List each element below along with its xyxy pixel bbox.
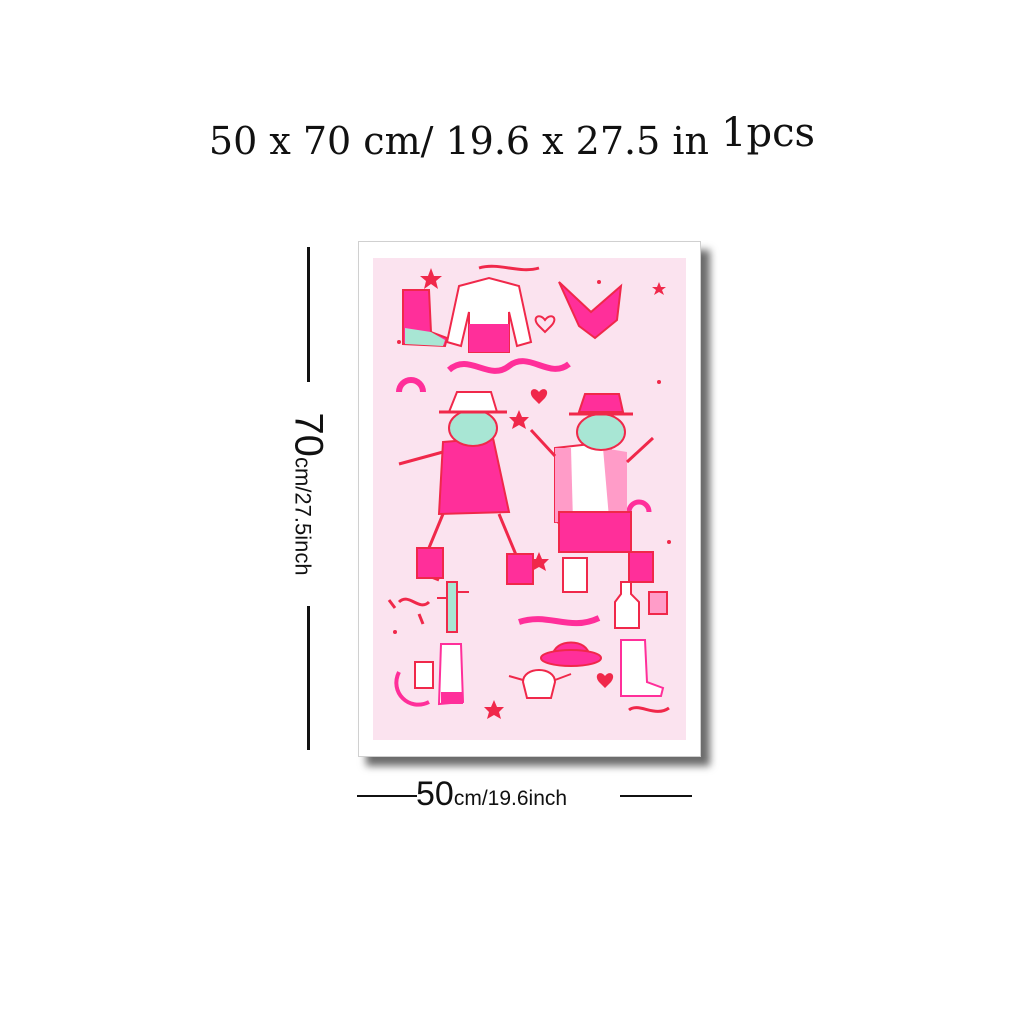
height-unit: cm/27.5inch (290, 456, 316, 576)
width-value: 50 (416, 775, 454, 813)
height-dimension-label: 70cm/27.5inch (286, 412, 331, 575)
width-unit: cm/19.6inch (453, 787, 568, 810)
width-dimension-line-left (357, 795, 417, 797)
height-dimension-line-top (307, 247, 310, 382)
size-title: 50 x 70 cm/ 19.6 x 27.5 in 1pcs (0, 110, 1024, 164)
quantity-text: 1pcs (721, 110, 816, 156)
cowboy-frogs-dancing-illustration-icon (373, 258, 686, 740)
height-value: 70 (286, 412, 331, 457)
width-dimension-line-right (620, 795, 692, 797)
width-dimension-label: 50cm/19.6inch (416, 775, 616, 814)
poster (358, 241, 701, 757)
height-dimension-line-bottom (307, 606, 310, 750)
size-text: 50 x 70 cm/ 19.6 x 27.5 in (208, 119, 709, 163)
